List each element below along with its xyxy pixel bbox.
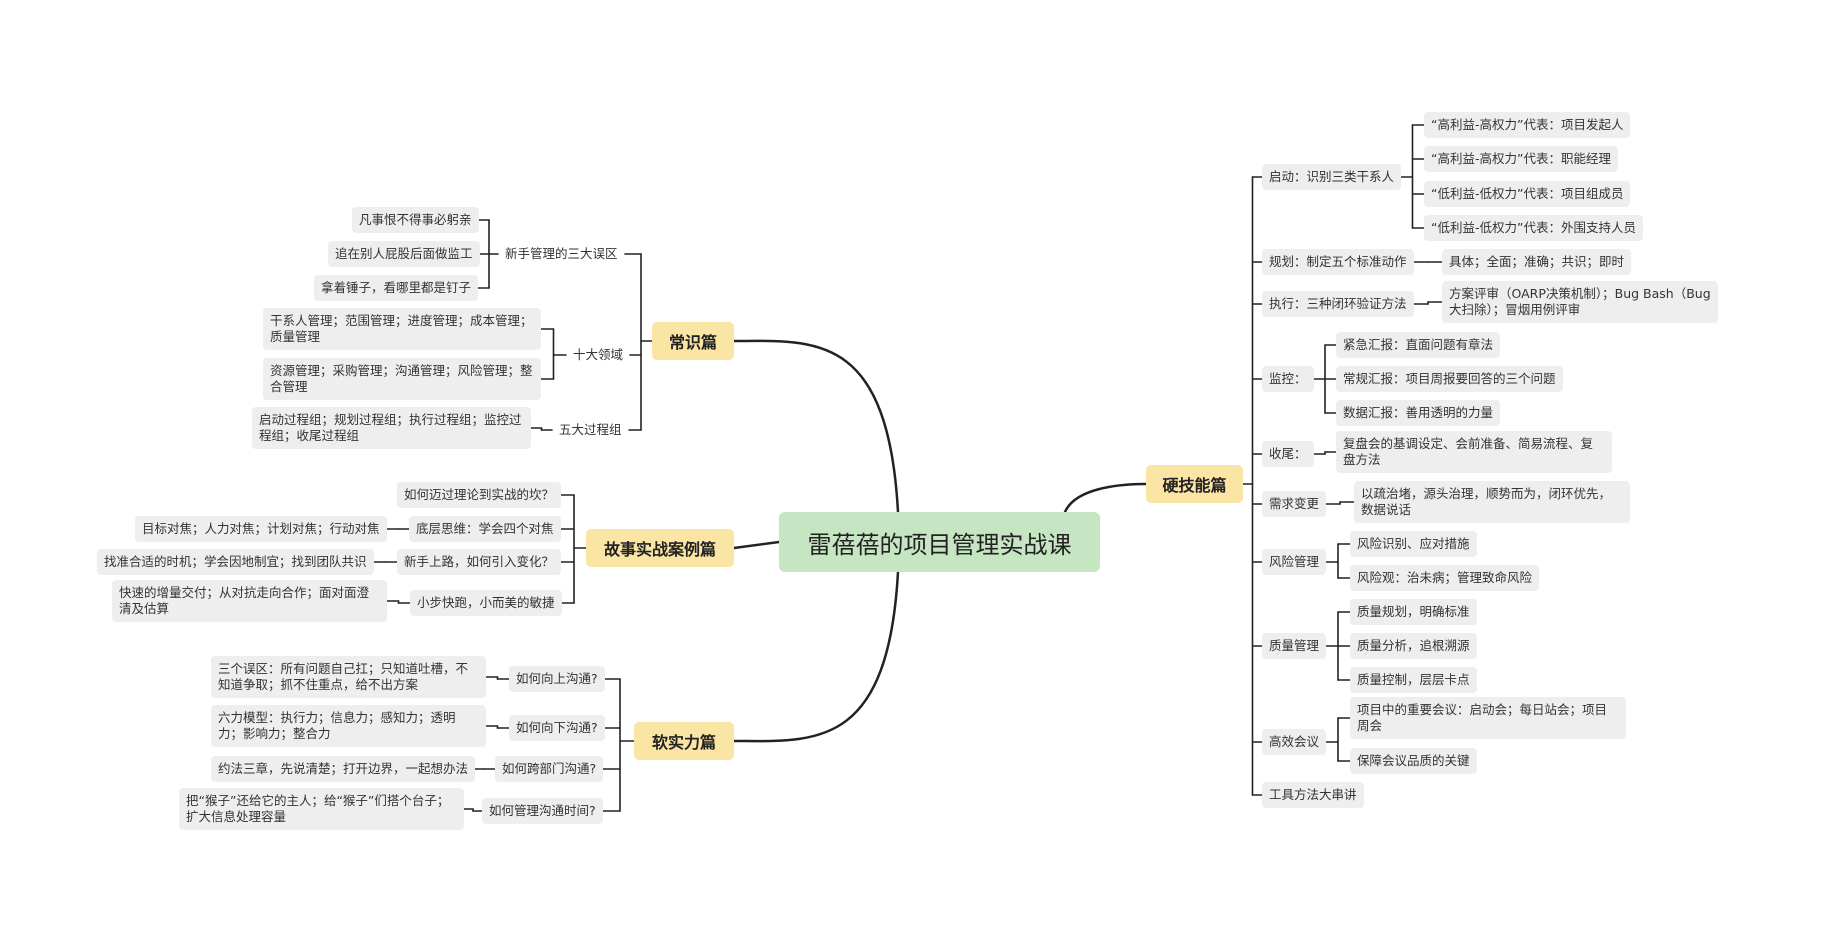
ying-qidong-2[interactable]: “高利益-高权力”代表：职能经理 [1424, 146, 1618, 172]
ruan-item-4[interactable]: 如何管理沟通时间? [482, 798, 603, 824]
ying-jiankong-3[interactable]: 数据汇报：善用透明的力量 [1336, 400, 1501, 426]
ying-fengxian-1[interactable]: 风险识别、应对措施 [1350, 531, 1477, 557]
ying-fengxian-2[interactable]: 风险观：治未病；管理致命风险 [1350, 565, 1540, 591]
ying-fengxian[interactable]: 风险管理 [1262, 549, 1327, 575]
link-root-branch-gushi [732, 540, 781, 550]
ying-jiankong-2[interactable]: 常规汇报：项目周报要回答的三个问题 [1336, 366, 1563, 392]
gushi-item-1[interactable]: 如何迈过理论到实战的坎？ [397, 482, 562, 508]
link-root-branch-ruanshili [732, 570, 900, 743]
branch-yingjineng[interactable]: 硬技能篇 [1146, 465, 1243, 503]
ying-qidong-1[interactable]: “高利益-高权力”代表：项目发起人 [1424, 112, 1631, 138]
gushi-item-2[interactable]: 底层思维：学会四个对焦 [409, 516, 561, 542]
ying-qidong[interactable]: 启动：识别三类干系人 [1262, 164, 1402, 190]
ying-jiankong-1[interactable]: 紧急汇报：直面问题有章法 [1336, 332, 1501, 358]
ying-xuqiu-1[interactable]: 以疏治堵，源头治理，顺势而为，闭环优先，数据说话 [1354, 481, 1630, 523]
ying-zhiliang-2[interactable]: 质量分析，追根溯源 [1350, 633, 1477, 659]
link-wuda-edge-0 [530, 427, 543, 431]
ying-zhiliang-1[interactable]: 质量规划，明确标准 [1350, 599, 1477, 625]
topic-wuda[interactable]: 五大过程组 [559, 422, 622, 437]
branch-ruanshili[interactable]: 软实力篇 [634, 722, 734, 760]
gushi-item-4[interactable]: 小步快跑，小而美的敏捷 [410, 590, 562, 616]
leaf-shida-2[interactable]: 资源管理；采购管理；沟通管理；风险管理；整合管理 [263, 358, 541, 400]
ying-guihua[interactable]: 规划：制定五个标准动作 [1262, 249, 1414, 275]
ying-qidong-3[interactable]: “低利益-低权力”代表：项目组成员 [1424, 181, 1631, 207]
link-root-branch-changshi [732, 339, 900, 514]
link-root-yingjineng [1063, 482, 1148, 514]
ying-guihua-1[interactable]: 具体；全面；准确；共识；即时 [1442, 249, 1632, 275]
ruan-detail-4[interactable]: 把“猴子”还给它的主人；给“猴子”们搭个台子；扩大信息处理容量 [179, 788, 464, 830]
ruan-detail-2[interactable]: 六力模型：执行力；信息力；感知力；透明力；影响力；整合力 [211, 705, 486, 747]
ying-huiyi[interactable]: 高效会议 [1262, 729, 1327, 755]
ying-zhiliang-3[interactable]: 质量控制，层层卡点 [1350, 667, 1477, 693]
topic-shida[interactable]: 十大领域 [573, 347, 624, 362]
leaf-xinshou-2[interactable]: 追在别人屁股后面做监工 [328, 241, 480, 267]
ruan-item-2[interactable]: 如何向下沟通? [509, 715, 605, 741]
ying-huiyi-2[interactable]: 保障会议品质的关键 [1350, 748, 1477, 774]
ruan-item-1[interactable]: 如何向上沟通? [509, 666, 605, 692]
leaf-xinshou-1[interactable]: 凡事恨不得事必躬亲 [352, 207, 479, 233]
ying-jiankong[interactable]: 监控： [1262, 366, 1314, 392]
gushi-detail-1[interactable]: 目标对焦；人力对焦；计划对焦；行动对焦 [135, 516, 387, 542]
ruan-detail-1[interactable]: 三个误区：所有问题自己扛；只知道吐槽，不知道争取；抓不住重点，给不出方案 [211, 656, 486, 698]
ying-gongju[interactable]: 工具方法大串讲 [1262, 782, 1364, 808]
link-xuqiu-edge-0 [1339, 501, 1355, 505]
leaf-xinshou-3[interactable]: 拿着锤子，看哪里都是钉子 [314, 275, 479, 301]
link-ruan-d2-edge-0 [485, 725, 499, 729]
root-topic[interactable]: 雷蓓蓓的项目管理实战课 [779, 512, 1100, 572]
ying-shouwei[interactable]: 收尾： [1262, 441, 1314, 467]
ying-huiyi-1[interactable]: 项目中的重要会议：启动会；每日站会；项目周会 [1350, 697, 1626, 739]
link-zhixing-edge-0 [1427, 301, 1443, 305]
gushi-detail-2[interactable]: 找准合适的时机；学会因地制宜；找到团队共识 [97, 549, 374, 575]
ruan-detail-3[interactable]: 约法三章，先说清楚；打开边界，一起想办法 [211, 756, 476, 782]
branch-gushi[interactable]: 故事实战案例篇 [586, 529, 734, 567]
gushi-detail-3[interactable]: 快速的增量交付；从对抗走向合作；面对面澄清及估算 [112, 580, 387, 622]
ying-zhiliang[interactable]: 质量管理 [1262, 633, 1327, 659]
branch-changshi[interactable]: 常识篇 [652, 322, 734, 360]
leaf-wuda-1[interactable]: 启动过程组；规划过程组；执行过程组；监控过程组；收尾过程组 [252, 407, 531, 449]
leaf-shida-1[interactable]: 干系人管理；范围管理；进度管理；成本管理；质量管理 [263, 308, 541, 350]
topic-xinshou[interactable]: 新手管理的三大误区 [505, 246, 618, 261]
gushi-item-3[interactable]: 新手上路，如何引入变化？ [397, 549, 562, 575]
ying-zhixing-1[interactable]: 方案评审（OARP决策机制）；Bug Bash（Bug大扫除）；冒烟用例评审 [1442, 281, 1718, 323]
link-ruan-d1-edge-0 [485, 676, 499, 680]
link-shouwei-edge-0 [1324, 451, 1337, 455]
ying-shouwei-1[interactable]: 复盘会的基调设定、会前准备、简易流程、复盘方法 [1336, 431, 1612, 473]
ying-qidong-4[interactable]: “低利益-低权力”代表：外围支持人员 [1424, 215, 1643, 241]
link-gushi-d3-edge-0 [386, 600, 400, 604]
ying-zhixing[interactable]: 执行：三种闭环验证方法 [1262, 291, 1414, 317]
link-ruan-d4-edge-0 [463, 808, 474, 812]
ruan-item-3[interactable]: 如何跨部门沟通? [495, 756, 604, 782]
ying-xuqiu[interactable]: 需求变更 [1262, 491, 1327, 517]
